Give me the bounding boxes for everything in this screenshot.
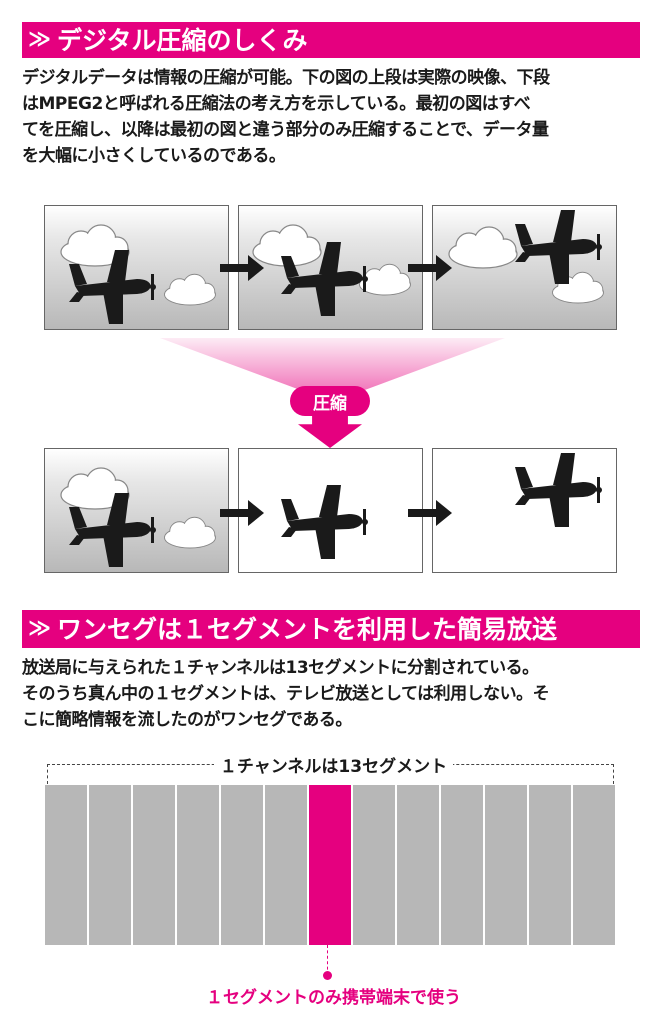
frame-compressed-2 [238, 448, 423, 573]
section-title: ワンセグは１セグメントを利用した簡易放送 [57, 614, 558, 644]
section-title: デジタル圧縮のしくみ [57, 25, 308, 55]
channel-label: １チャンネルは13セグメント [0, 752, 667, 777]
body-line: はMPEG2と呼ばれる圧縮法の考え方を示している。最初の図はすべ [22, 94, 531, 114]
pointer-line [327, 945, 328, 975]
section-body-oneseg: 放送局に与えられた１チャンネルは13セグメントに分割されている。 そのうち真ん中… [22, 655, 652, 733]
segment-bar [45, 785, 615, 945]
frame-compressed-1 [44, 448, 229, 573]
segment [45, 785, 87, 945]
frame-original-2 [238, 205, 423, 330]
compression-funnel [160, 338, 505, 393]
right-arrow-icon [408, 255, 452, 281]
segment [89, 785, 131, 945]
segment [485, 785, 527, 945]
double-chevron-icon: ≫ [28, 616, 52, 641]
oneseg-label: １セグメントのみ携帯端末で使う [206, 988, 461, 1008]
airplane-icon [281, 485, 368, 559]
segment [441, 785, 483, 945]
segment [397, 785, 439, 945]
compress-label: 圧縮 [290, 386, 370, 416]
airplane-icon [515, 210, 602, 284]
right-arrow-icon [220, 500, 264, 526]
airplane-icon [515, 453, 602, 527]
body-line: デジタルデータは情報の圧縮が可能。下の図の上段は実際の映像、下段 [22, 68, 550, 88]
segment [353, 785, 395, 945]
segment [133, 785, 175, 945]
segment [573, 785, 615, 945]
segment [265, 785, 307, 945]
body-line: こに簡略情報を流したのがワンセグである。 [22, 710, 352, 730]
segment [177, 785, 219, 945]
cloud-icon [164, 516, 216, 549]
body-line: そのうち真ん中の１セグメントは、テレビ放送としては利用しない。そ [22, 684, 550, 704]
body-line: てを圧縮し、以降は最初の図と違う部分のみ圧縮することで、データ量 [22, 120, 549, 140]
frame-compressed-3 [432, 448, 617, 573]
section-header-compression: ≫ デジタル圧縮のしくみ [22, 22, 640, 58]
cloud-icon [448, 226, 518, 269]
segment-highlight [309, 785, 351, 945]
right-arrow-icon [220, 255, 264, 281]
section-header-oneseg: ≫ ワンセグは１セグメントを利用した簡易放送 [22, 610, 640, 648]
frame-original-3 [432, 205, 617, 330]
down-arrow-icon [298, 414, 362, 448]
body-line: 放送局に与えられた１チャンネルは13セグメントに分割されている。 [22, 658, 539, 678]
cloud-icon [164, 273, 216, 306]
right-arrow-icon [408, 500, 452, 526]
double-chevron-icon: ≫ [28, 27, 52, 52]
body-line: を大幅に小さくしているのである。 [22, 146, 286, 166]
section-body-compression: デジタルデータは情報の圧縮が可能。下の図の上段は実際の映像、下段 はMPEG2と… [22, 65, 652, 169]
segment [221, 785, 263, 945]
segment [529, 785, 571, 945]
pointer-dot [323, 971, 332, 980]
frame-original-1 [44, 205, 229, 330]
